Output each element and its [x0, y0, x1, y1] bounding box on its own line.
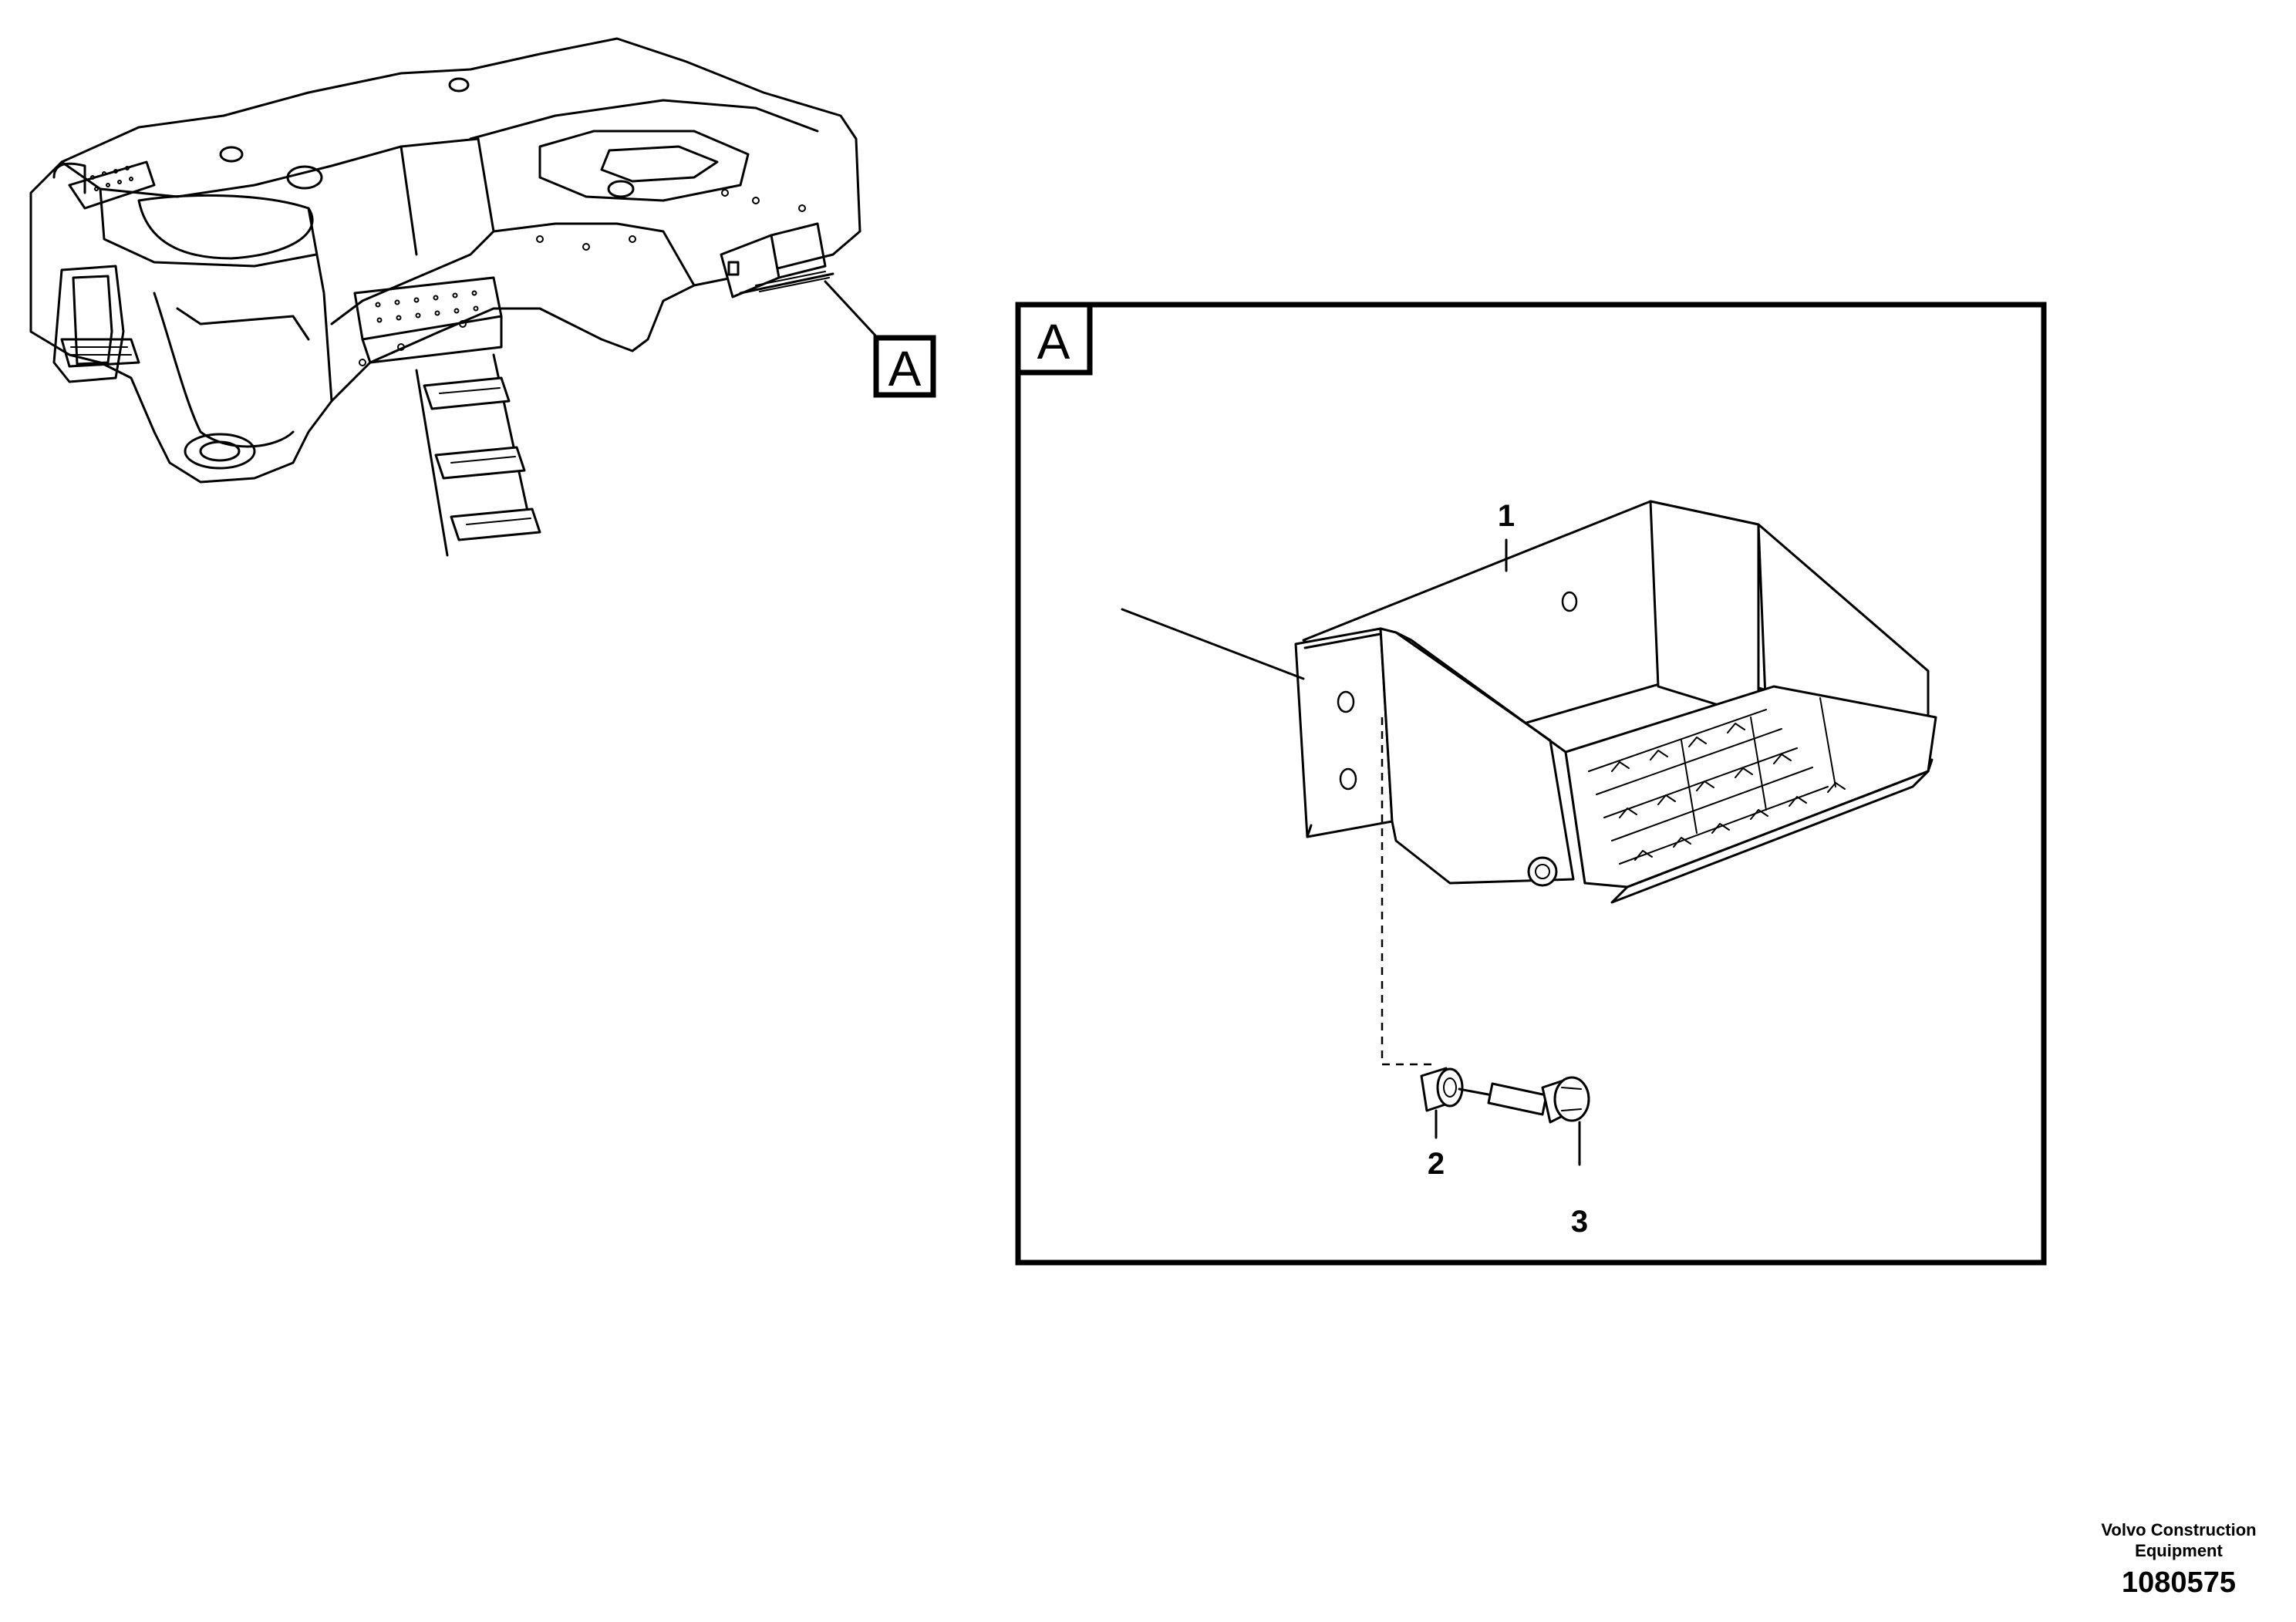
assembly-dashed-line [1381, 717, 1435, 1066]
footer-company-line1: Volvo Construction [2101, 1520, 2256, 1539]
footer-company-line2: Equipment [2135, 1541, 2223, 1560]
spacer-part [1420, 1067, 1464, 1112]
footer-part-number: 1080575 [2122, 1566, 2236, 1599]
overview-frame-drawing [29, 37, 861, 557]
detail-frame [1015, 302, 2047, 1266]
detail-leader-line [824, 280, 877, 337]
detail-tag-overview: A [873, 335, 936, 398]
step-assembly [1294, 500, 1937, 904]
bolt-part [1458, 1076, 1590, 1124]
footer-block: Volvo Construction Equipment 1080575 [2101, 1520, 2256, 1599]
callout-1: 1 [1498, 499, 1515, 533]
detail-tag-frame-letter: A [1037, 314, 1070, 369]
callout-leaders [1121, 538, 1581, 1166]
detail-tag-overview-letter: A [888, 341, 922, 396]
callout-2: 2 [1428, 1147, 1445, 1181]
callout-3: 3 [1571, 1205, 1588, 1239]
detail-tag-frame: A [1015, 302, 1093, 376]
